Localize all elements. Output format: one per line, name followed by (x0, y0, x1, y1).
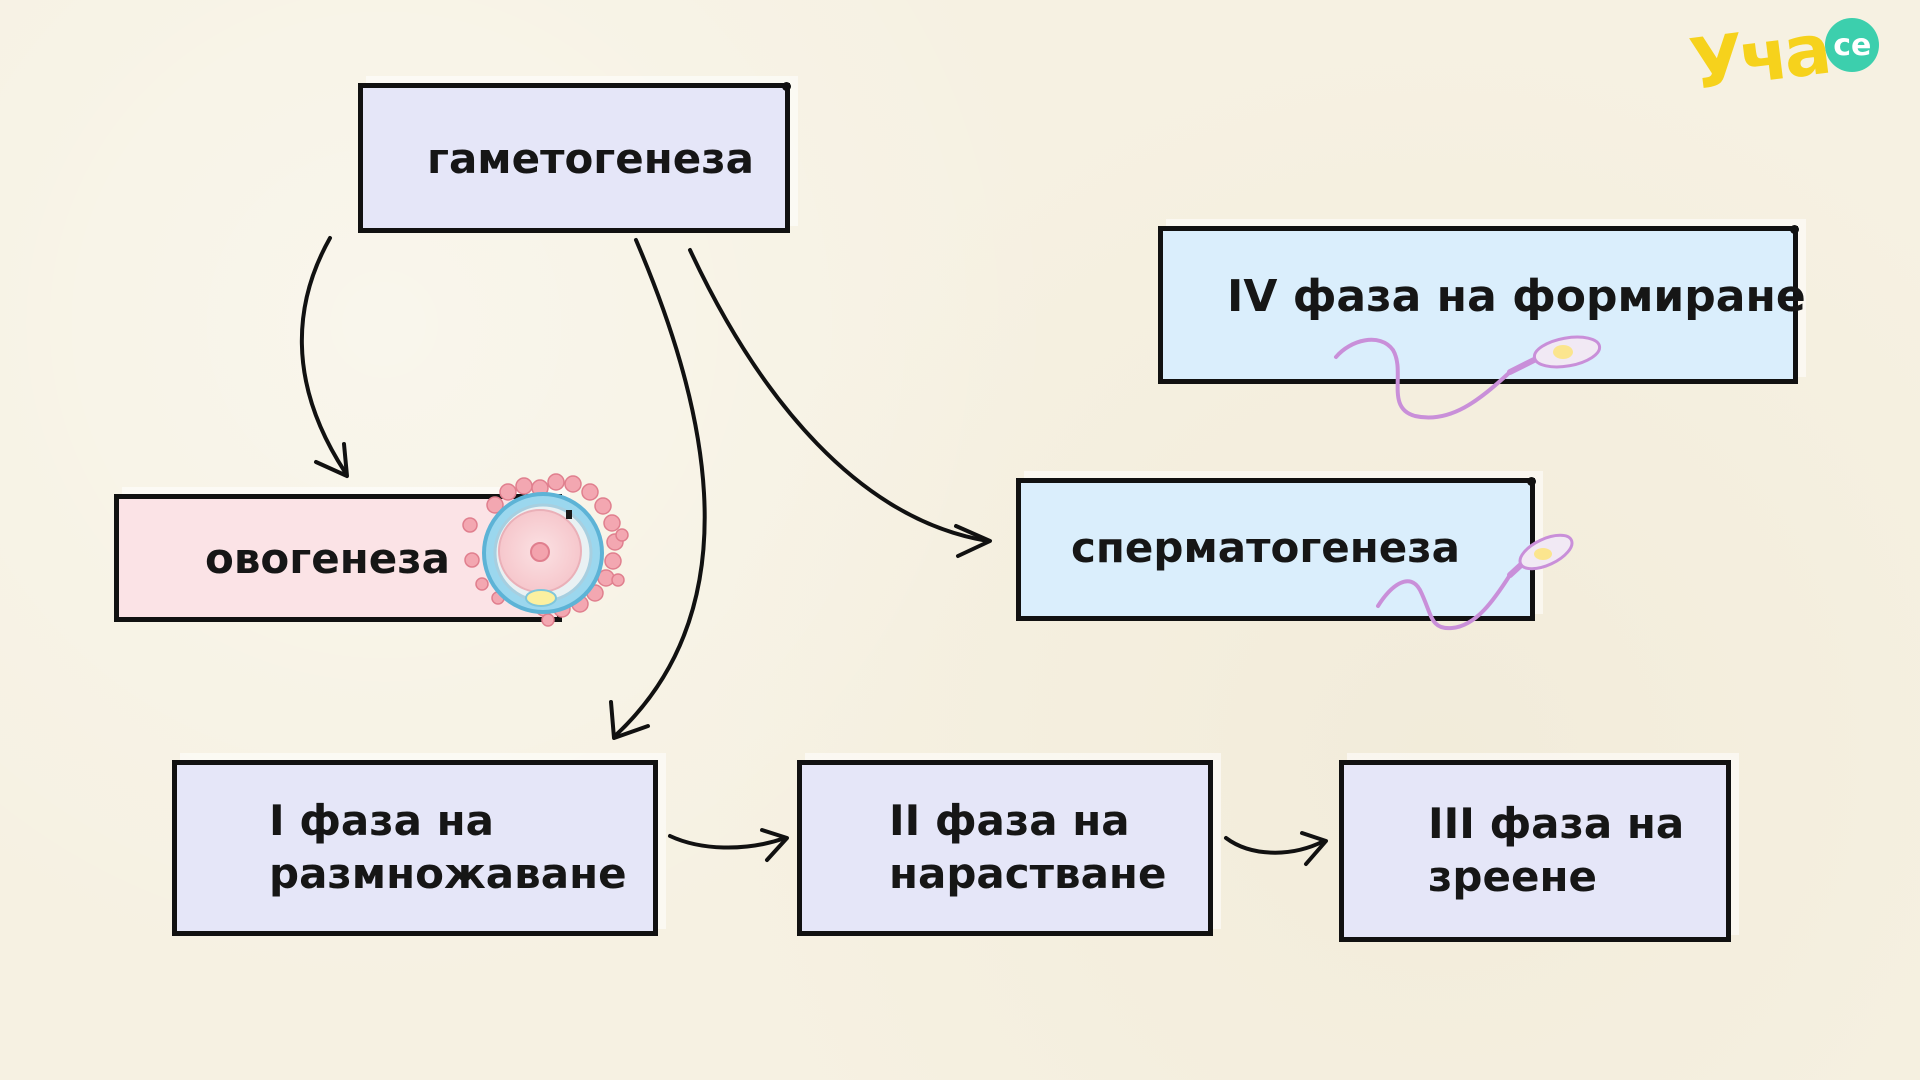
egg-cell-icon (462, 473, 629, 627)
sperm-cell-icon (1334, 335, 1602, 420)
arrow-to-oogenesis (299, 236, 347, 474)
node-phase4-label: IV фаза на формиране (1227, 271, 1806, 322)
node-phase3-line2: зреене (1428, 852, 1597, 901)
node-spermatogenesis: сперматогенеза (1016, 477, 1536, 621)
brand-logo: Уча ce (1686, 8, 1880, 106)
arrow-to-phase1 (614, 238, 707, 737)
node-phase2-label: II фаза на нарастване (889, 795, 1166, 901)
node-oogenesis-label: овогенеза (205, 533, 450, 583)
sperm-cell-icon (1376, 533, 1574, 631)
node-phase1: I фаза на размножаване (172, 760, 658, 936)
arrow-phase1-to-phase2-head (760, 828, 789, 862)
node-phase2-line1: II фаза на (889, 796, 1130, 846)
arrow-to-spermatogenesis-head (954, 524, 992, 558)
node-phase4: IV фаза на формиране (1158, 225, 1806, 384)
arrow-to-phase1-head (609, 700, 650, 740)
node-gametogenesis: гаметогенеза (358, 82, 791, 233)
node-phase1-line2: размножаване (269, 849, 627, 898)
node-phase1-line1: I фаза на (269, 796, 494, 846)
node-phase3: III фаза на зреене (1339, 760, 1731, 942)
node-phase2-line2: нарастване (889, 849, 1167, 898)
node-phase3-line1: III фаза на (1428, 799, 1685, 849)
node-phase3-label: III фаза на зреене (1428, 798, 1684, 904)
arrow-phase2-to-phase3 (1224, 836, 1326, 855)
node-phase2: II фаза на нарастване (797, 760, 1213, 936)
arrow-to-oogenesis-head (314, 442, 349, 478)
node-gametogenesis-label: гаметогенеза (427, 133, 754, 183)
node-spermatogenesis-label: сперматогенеза (1071, 523, 1461, 572)
logo-badge: ce (1825, 18, 1880, 72)
arrow-phase2-to-phase3-head (1300, 831, 1328, 866)
arrow-phase1-to-phase2 (668, 834, 787, 850)
arrow-to-spermatogenesis (688, 248, 990, 543)
node-phase1-label: I фаза на размножаване (269, 795, 627, 901)
